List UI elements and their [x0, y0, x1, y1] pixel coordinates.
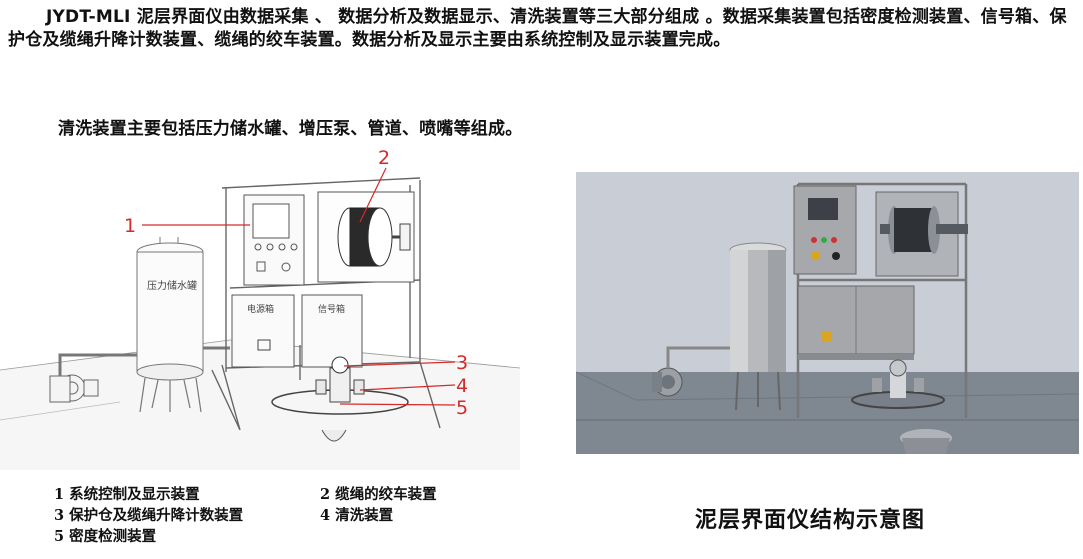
- winch-render: [875, 191, 968, 277]
- power-box: 电源箱: [231, 294, 295, 368]
- callout-4: 4: [456, 375, 468, 397]
- figure-caption: 泥层界面仪结构示意图: [695, 508, 926, 533]
- winch-housing: [317, 191, 415, 283]
- callout-3: 3: [456, 352, 468, 374]
- cleaning-paragraph: 清洗装置主要包括压力储水罐、增压泵、管道、喷嘴等组成。: [58, 119, 523, 139]
- signal-box: 信号箱: [301, 294, 363, 368]
- legend-item-5: 5 密度检测装置: [54, 528, 157, 545]
- tank-render: [729, 242, 787, 411]
- legend-item-2: 2 缆绳的绞车装置: [320, 486, 437, 503]
- sensor-assembly-render: [851, 359, 952, 454]
- density-sensor-assembly: [271, 356, 409, 442]
- legend-item-4: 4 清洗装置: [320, 507, 394, 524]
- lower-cabinet-render: [797, 285, 915, 360]
- legend-item-3: 3 保护仓及缆绳升降计数装置: [54, 507, 244, 524]
- power-box-label: 电源箱: [247, 303, 274, 315]
- signal-box-label: 信号箱: [318, 303, 345, 315]
- control-panel-render: [793, 185, 857, 275]
- callout-lines: [142, 167, 456, 406]
- water-tank: 压力储水罐: [136, 237, 204, 413]
- booster-pump: [49, 346, 230, 403]
- tank-label: 压力储水罐: [147, 279, 197, 292]
- callout-numbers: 1 2 3 4 5: [124, 147, 468, 419]
- callout-2: 2: [378, 147, 390, 169]
- rendered-3d-view: [576, 172, 1079, 454]
- callout-1: 1: [124, 215, 136, 237]
- schematic-line-drawing: 压力储水罐: [0, 147, 520, 470]
- legend-item-1: 1 系统控制及显示装置: [54, 486, 200, 503]
- control-box: [243, 194, 305, 286]
- callout-5: 5: [456, 397, 468, 419]
- intro-paragraph: JYDT-MLI 泥层界面仪由数据采集 、 数据分析及数据显示、清洗装置等三大部…: [8, 7, 1067, 50]
- pump-render: [652, 346, 730, 397]
